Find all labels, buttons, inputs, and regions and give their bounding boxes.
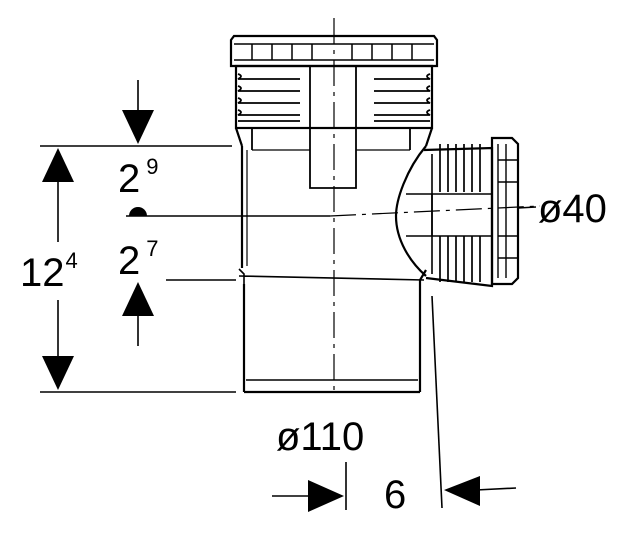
height-arrow-down [42,356,74,390]
branch-threads-top [439,144,481,192]
socket-threads-right [374,73,431,122]
branch-offset-label: 6 [384,473,406,517]
pipe-left-wall [240,146,246,392]
branch-diameter-label: ø40 [538,187,607,231]
branch-threads-bottom [439,236,481,282]
branch-plug [406,193,492,237]
branch-outer-curve [394,145,427,277]
branch-flange-teeth [497,144,518,278]
branch-axis [329,205,541,217]
branch-dim-ext [517,206,537,209]
lower-arrow-up [122,282,154,316]
offset-arrow-right [308,480,344,512]
pipe-right-wall [418,269,427,392]
socket-threads-left [237,73,300,122]
inner-plug [251,66,411,189]
branch-pipe [394,136,520,288]
joint-line [238,268,425,284]
height-arrow-up [42,148,74,182]
upper-arrow-down [122,110,154,144]
top-collar [229,34,439,68]
offset-arrow-right-stem [475,487,517,491]
arrow-heads [42,110,480,512]
center-lines [329,18,541,396]
branch-flange [490,136,520,286]
dia-ext-right [431,295,443,509]
dimension-lines [40,80,537,510]
main-diameter-label: ø110 [276,415,364,459]
branch-body [423,146,494,288]
offset-arrow-left [444,476,480,506]
socket-transition [234,127,434,147]
total-height-label: 124 [20,248,78,295]
main-pipe [229,34,439,394]
